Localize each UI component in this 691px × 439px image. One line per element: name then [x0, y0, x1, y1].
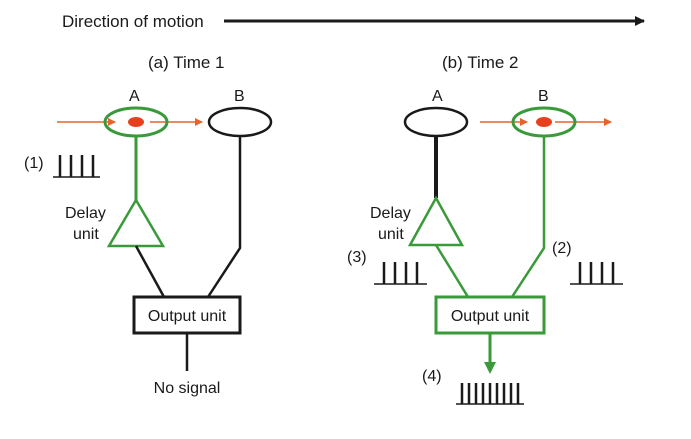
panel-a-delay-label-2: unit: [73, 226, 99, 243]
panel-a-axon-b: [206, 136, 242, 298]
panel-b-neuron-a-label: A: [432, 88, 443, 105]
panel-b-delay-output-line: [434, 244, 470, 298]
direction-label: Direction of motion: [62, 12, 204, 31]
panel-a-spike-label: (1): [24, 155, 44, 172]
panel-a-delay-unit: [106, 197, 166, 248]
panel-a-neuron-a-label: A: [129, 88, 140, 105]
panel-b-spike-label-b: (2): [552, 240, 572, 257]
panel-a-delay-label-1: Delay: [65, 205, 106, 222]
panel-b-stimulus-dot: [536, 117, 552, 127]
panel-a-neuron-b: [207, 106, 273, 138]
panel-a-neuron-b-label: B: [234, 88, 245, 105]
panel-a-stimulus-dot: [128, 117, 144, 127]
panel-b-axon-b: [510, 136, 546, 298]
panel-b-neuron-a: [403, 106, 469, 138]
panel-b-output-label: Output unit: [451, 308, 530, 325]
panel-b: (b) Time 2 A B Delay unit (3) (2) Output…: [347, 53, 623, 405]
panel-a: (a) Time 1 A B (1) Delay unit Output uni…: [24, 53, 273, 397]
panel-a-delay-output-line: [134, 245, 166, 298]
panel-b-spike-label-delay: (3): [347, 249, 367, 266]
panel-a-result-label: No signal: [154, 380, 221, 397]
panel-b-neuron-b-label: B: [538, 88, 549, 105]
panel-b-delay-label-2: unit: [378, 226, 404, 243]
panel-a-title: (a) Time 1: [148, 53, 225, 72]
panel-b-spike-label-output: (4): [422, 368, 442, 385]
panel-b-spike-train-b: [570, 262, 623, 285]
panel-b-delay-label-1: Delay: [370, 205, 411, 222]
panel-a-output-label: Output unit: [148, 308, 227, 325]
panel-b-delay-unit: [407, 195, 465, 247]
panel-a-spike-train: [53, 155, 100, 178]
panel-b-title: (b) Time 2: [442, 53, 519, 72]
panel-b-spike-train-delay: [374, 262, 427, 285]
panel-b-spike-train-output: [456, 383, 524, 405]
